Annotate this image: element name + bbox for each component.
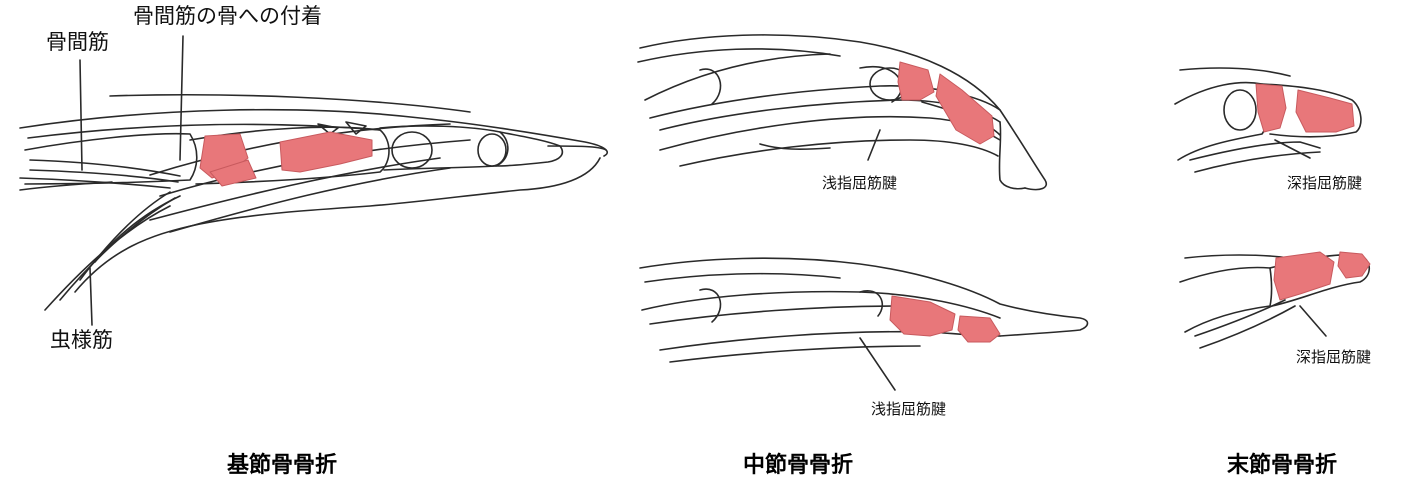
middle-fracture-fragments-bottom bbox=[890, 296, 1000, 342]
label-fds-bottom: 浅指屈筋腱 bbox=[871, 402, 946, 417]
label-lumbrical: 虫様筋 bbox=[50, 330, 113, 351]
caption-middle-phalanx-fracture: 中節骨骨折 bbox=[743, 455, 853, 477]
label-interosseous: 骨間筋 bbox=[46, 32, 109, 53]
distal-fracture-fragments-bottom bbox=[1274, 252, 1370, 300]
label-fdp-bottom: 深指屈筋腱 bbox=[1296, 350, 1371, 365]
distal-fracture-fragments-top bbox=[1256, 84, 1354, 132]
middle-finger-drawing-bottom bbox=[640, 258, 1088, 390]
label-fdp-top: 深指屈筋腱 bbox=[1287, 176, 1362, 191]
proximal-fracture-fragments bbox=[200, 132, 372, 186]
middle-fracture-fragments-top bbox=[898, 62, 994, 144]
label-fds-top: 浅指屈筋腱 bbox=[822, 176, 897, 191]
label-interosseous-attachment: 骨間筋の骨への付着 bbox=[133, 6, 322, 27]
proximal-finger-drawing bbox=[20, 36, 607, 325]
caption-distal-phalanx-fracture: 末節骨骨折 bbox=[1227, 455, 1337, 477]
caption-proximal-phalanx-fracture: 基節骨骨折 bbox=[227, 455, 337, 477]
